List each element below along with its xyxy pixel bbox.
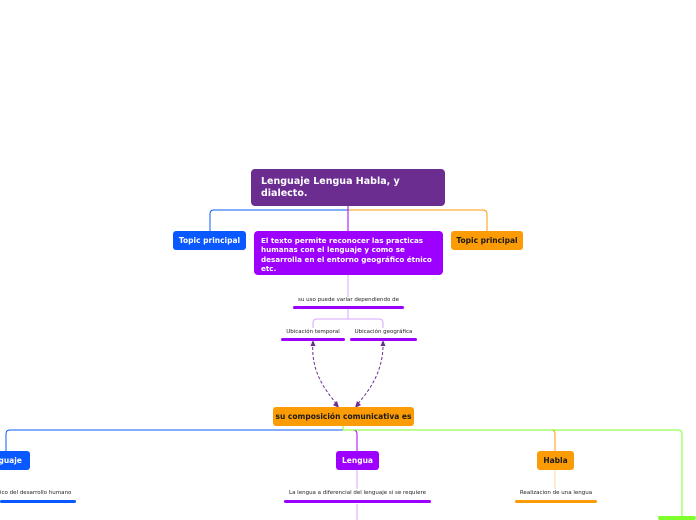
topic-left[interactable]: Topic principal (173, 231, 246, 250)
branch-lengua-label: Lengua (342, 456, 373, 465)
habla-detail-underline (515, 500, 597, 503)
branch-habla[interactable]: Habla (537, 451, 574, 470)
composition-label: su composición comunicativa es (275, 412, 412, 421)
description-text: El texto permite reconocer las practicas… (261, 236, 432, 273)
topic-right[interactable]: Topic principal (451, 231, 523, 250)
lenguaje-detail-label[interactable]: ico del desarrollo humano (0, 490, 72, 496)
green-branch-node[interactable] (658, 516, 696, 520)
composition-node[interactable]: su composición comunicativa es (273, 407, 414, 426)
central-topic-label: Lenguaje Lengua Habla, y dialecto. (261, 176, 400, 199)
lengua-detail-underline (284, 500, 431, 503)
geographic-location-label[interactable]: Ubicación geográfica (354, 329, 413, 335)
branch-lengua[interactable]: Lengua (336, 451, 379, 470)
description-node[interactable]: El texto permite reconocer las practicas… (254, 231, 443, 275)
central-topic[interactable]: Lenguaje Lengua Habla, y dialecto. (251, 169, 445, 206)
lenguaje-detail-underline (0, 500, 76, 503)
temporal-location-underline (281, 338, 345, 341)
topic-right-label: Topic principal (456, 236, 518, 245)
usage-underline (293, 306, 404, 309)
branch-lenguaje-label: nguaje (0, 456, 22, 465)
branch-lenguaje[interactable]: nguaje (0, 451, 30, 470)
branch-habla-label: Habla (543, 456, 568, 465)
lengua-detail-label[interactable]: La lengua a diferencial del lenguaje si … (289, 490, 426, 496)
geographic-location-underline (350, 338, 417, 341)
usage-label[interactable]: su uso puede variar dependiendo de (298, 297, 399, 303)
topic-left-label: Topic principal (178, 236, 241, 245)
habla-detail-label[interactable]: Realizacion de una lengua (519, 490, 593, 496)
temporal-location-label[interactable]: Ubicación temporal (286, 329, 340, 335)
